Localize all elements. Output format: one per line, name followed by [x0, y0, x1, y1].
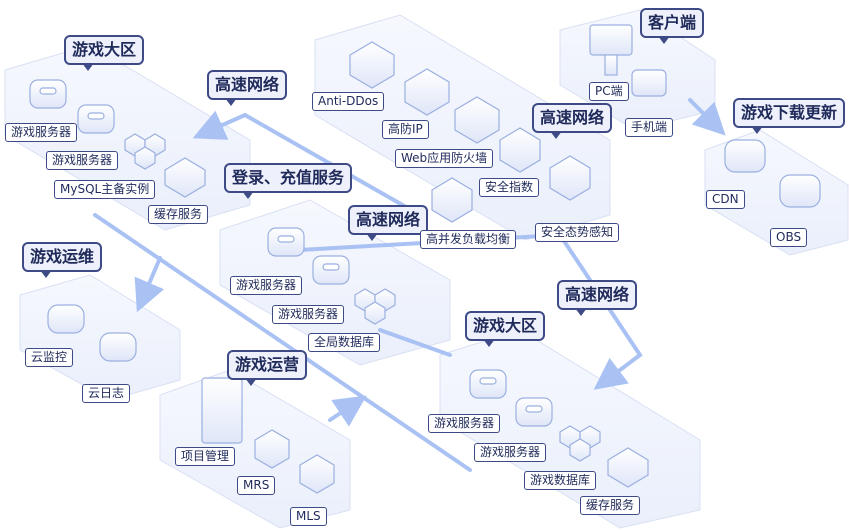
label-high-defense-ip: 高防IP — [382, 120, 429, 139]
label-zone-a-server-2: 游戏服务器 — [46, 151, 119, 170]
callout-zone-top-left: 游戏大区 — [64, 35, 145, 71]
game-server-icon — [515, 397, 553, 427]
label-zone-a-mysql: MySQL主备实例 — [54, 180, 156, 199]
connector-to-ops — [134, 256, 165, 313]
callout-download: 游戏下载更新 — [733, 98, 846, 134]
label-zone-b-cache: 缓存服务 — [580, 496, 641, 515]
platform-ops — [19, 274, 181, 401]
devices — [29, 24, 821, 494]
label-mrs: MRS — [237, 476, 276, 495]
label-load-balance: 高并发负载均衡 — [420, 230, 517, 249]
label-cdn: CDN — [706, 190, 745, 209]
label-mobile: 手机端 — [625, 118, 674, 137]
callout-network-1: 高速网络 — [207, 70, 288, 106]
cdn-icon — [724, 139, 766, 173]
mls-icon — [299, 454, 335, 494]
callout-ops: 游戏运维 — [22, 242, 103, 278]
obs-icon — [779, 174, 821, 208]
game-server-icon — [29, 79, 67, 109]
database-hex-icon — [124, 133, 166, 170]
game-server-icon — [267, 227, 305, 257]
label-login-server-1: 游戏服务器 — [230, 276, 303, 295]
callout-zone-bottom: 游戏大区 — [465, 311, 546, 347]
global-db-hex-icon — [354, 288, 396, 325]
cloud-monitor-icon — [47, 304, 85, 334]
label-zone-b-server-1: 游戏服务器 — [428, 414, 501, 433]
label-login-server-2: 游戏服务器 — [272, 305, 345, 324]
connector-to-zone-bottom — [378, 328, 452, 357]
connector-to-zone-top — [192, 110, 247, 140]
mobile-device-icon — [631, 69, 667, 97]
callout-login: 登录、充值服务 — [224, 163, 353, 199]
callout-network-3: 高速网络 — [348, 205, 429, 241]
game-server-icon — [469, 369, 507, 399]
security-index-icon — [499, 127, 541, 173]
label-zone-a-cache: 缓存服务 — [148, 205, 209, 224]
label-zone-b-server-2: 游戏服务器 — [474, 443, 547, 462]
cache-hex-icon — [164, 157, 206, 198]
callout-operation: 游戏运营 — [227, 350, 308, 386]
label-pc: PC端 — [589, 82, 629, 101]
callout-network-4: 高速网络 — [557, 280, 638, 316]
project-mgmt-icon — [201, 377, 243, 444]
game-server-icon — [77, 104, 115, 134]
label-zone-b-db: 游戏数据库 — [524, 471, 597, 490]
game-server-icon — [312, 255, 350, 285]
connector-backbone — [93, 213, 472, 472]
pc-monitor-icon — [589, 24, 633, 76]
label-mls: MLS — [290, 507, 327, 526]
connector-operation — [328, 395, 367, 427]
label-obs: OBS — [770, 228, 808, 247]
label-situation-awareness: 安全态势感知 — [535, 223, 620, 242]
label-anti-ddos: Anti-DDos — [312, 92, 385, 111]
label-waf: Web应用防火墙 — [395, 149, 494, 168]
label-global-db: 全局数据库 — [308, 333, 381, 352]
cloud-log-icon — [99, 332, 137, 362]
game-db-hex-icon — [559, 425, 601, 462]
connector-client-download — [688, 98, 726, 136]
label-cloud-monitor: 云监控 — [25, 348, 74, 367]
high-defense-ip-icon — [404, 68, 450, 116]
cache-hex-icon — [607, 447, 649, 488]
load-balancer-icon — [431, 177, 473, 223]
label-cloud-log: 云日志 — [82, 384, 131, 403]
anti-ddos-icon — [349, 41, 395, 89]
label-zone-a-server-1: 游戏服务器 — [5, 123, 78, 142]
waf-icon — [454, 96, 500, 144]
label-project-mgmt: 项目管理 — [175, 447, 236, 466]
label-security-index: 安全指数 — [479, 178, 540, 197]
callout-network-2: 高速网络 — [532, 103, 613, 139]
callout-customer: 客户端 — [640, 8, 705, 44]
mrs-icon — [254, 429, 290, 469]
situation-awareness-icon — [549, 155, 591, 201]
